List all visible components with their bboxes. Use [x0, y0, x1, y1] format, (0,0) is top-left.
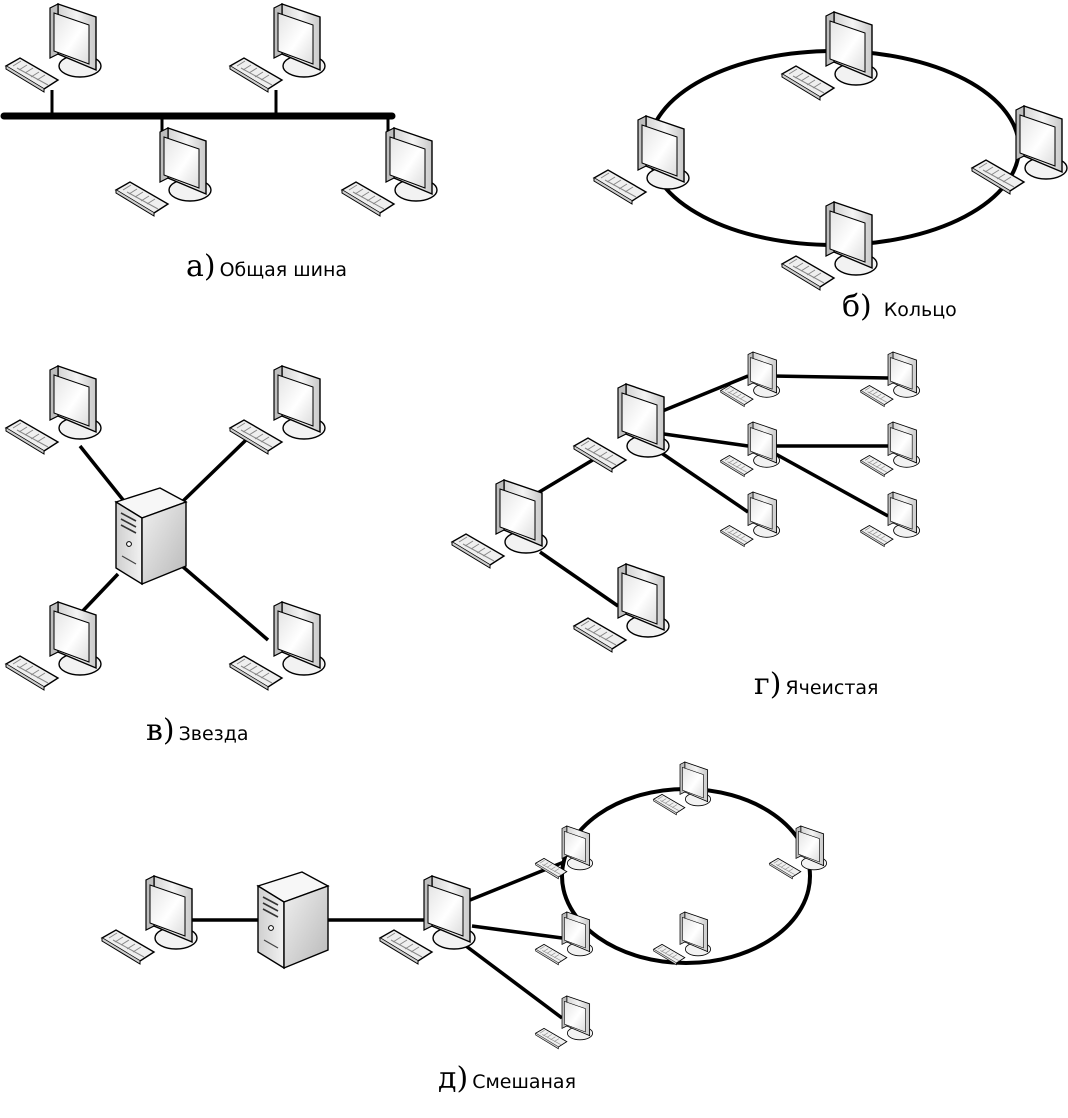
computer-icon — [720, 421, 781, 477]
mixed-caption-letter: д) — [438, 1061, 469, 1096]
computer-icon — [115, 127, 212, 217]
computer-icon — [229, 601, 326, 691]
computer-icon — [720, 351, 781, 407]
mixed-topology — [101, 761, 828, 1050]
computer-icon — [229, 3, 326, 93]
mesh-caption: г) Ячеистая — [754, 670, 878, 700]
computer-icon — [5, 365, 102, 455]
computer-icon — [573, 563, 670, 653]
bus-caption-letter: а) — [186, 249, 216, 284]
computer-icon — [781, 201, 878, 291]
bus-caption-text: Общая шина — [219, 259, 348, 281]
computer-icon — [573, 383, 670, 473]
server-icon — [115, 487, 187, 585]
bus-caption: а) Общая шина — [186, 252, 347, 282]
star-topology — [5, 365, 326, 691]
star-caption-letter: в) — [146, 713, 175, 748]
computer-icon — [769, 825, 828, 880]
computer-icon — [535, 911, 594, 966]
server-icon — [257, 871, 329, 969]
computer-icon — [860, 421, 921, 477]
computer-icon — [451, 479, 548, 569]
computer-icon — [5, 3, 102, 93]
mesh-topology — [451, 351, 921, 653]
ring-topology — [593, 11, 1068, 291]
computer-icon — [971, 105, 1068, 195]
mesh-caption-text: Ячеистая — [785, 677, 879, 699]
computer-icon — [593, 115, 690, 205]
ring-caption-letter: б) — [842, 289, 872, 324]
computer-icon — [781, 11, 878, 101]
mixed-caption: д) Смешаная — [438, 1064, 576, 1094]
bus-topology — [0, 3, 438, 217]
computer-icon — [653, 761, 712, 816]
computer-icon — [653, 911, 712, 966]
computer-icon — [5, 601, 102, 691]
computer-icon — [341, 127, 438, 217]
computer-icon — [860, 491, 921, 547]
computer-icon — [101, 875, 198, 965]
ring-caption: б) Кольцо — [842, 292, 957, 322]
ring-caption-text: Кольцо — [883, 299, 957, 321]
mesh-caption-letter: г) — [754, 667, 782, 702]
star-caption: в) Звезда — [146, 716, 249, 746]
mixed-caption-text: Смешаная — [472, 1071, 577, 1093]
star-caption-text: Звезда — [178, 723, 249, 745]
